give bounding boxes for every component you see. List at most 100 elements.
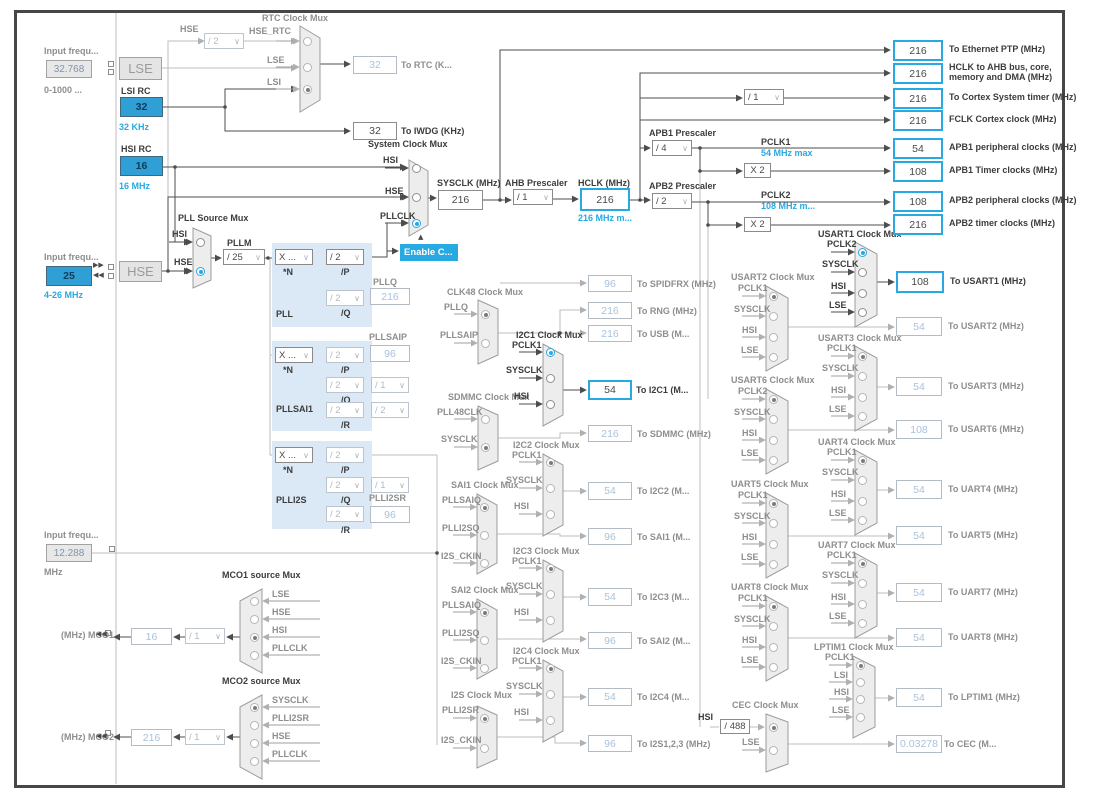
i2c3-clock-mux-radio-0[interactable] xyxy=(546,564,555,573)
i2c4-clock-mux-radio-0[interactable] xyxy=(546,664,555,673)
apb1-peripheral[interactable]: 54 xyxy=(893,138,943,159)
pllm-div[interactable]: / 25∨ xyxy=(223,249,265,265)
to-rtc[interactable]: 32 xyxy=(353,56,397,74)
to-spidfrx[interactable]: 96 xyxy=(588,275,632,292)
apb1-timer[interactable]: 108 xyxy=(893,161,943,182)
pllsai-r[interactable]: / 2∨ xyxy=(326,402,364,418)
apb2-prescaler[interactable]: / 2∨ xyxy=(652,193,692,209)
usart2-clock-mux-radio-3[interactable] xyxy=(769,353,778,362)
hsi-rc-value[interactable]: 16 xyxy=(120,156,163,176)
usart6-clock-mux-radio-2[interactable] xyxy=(769,436,778,445)
uart5-clock-mux-radio-3[interactable] xyxy=(769,560,778,569)
pllq-value[interactable]: 216 xyxy=(370,288,410,305)
lptim1-clock-mux-radio-3[interactable] xyxy=(856,713,865,722)
to-iwdg[interactable]: 32 xyxy=(353,122,397,140)
pllsai-n[interactable]: X ...∨ xyxy=(275,347,313,363)
to-ethernet-ptp[interactable]: 216 xyxy=(893,40,943,61)
sdmmc-clock-mux-radio-1[interactable] xyxy=(481,443,490,452)
i2c2-clock-mux-radio-1[interactable] xyxy=(546,484,555,493)
system-clock-mux-radio-1[interactable] xyxy=(412,193,421,202)
plli2s-p[interactable]: / 2∨ xyxy=(326,447,364,463)
usart1-clock-mux-radio-1[interactable] xyxy=(858,268,867,277)
to-uart4[interactable]: 54 xyxy=(896,480,942,499)
mco1-div[interactable]: / 1∨ xyxy=(185,628,225,644)
sysclk[interactable]: 216 xyxy=(438,190,483,210)
sai1-clock-mux-radio-2[interactable] xyxy=(480,559,489,568)
uart8-clock-mux-radio-1[interactable] xyxy=(769,622,778,631)
uart7-clock-mux-radio-0[interactable] xyxy=(858,559,867,568)
plli2sr-value[interactable]: 96 xyxy=(370,506,410,523)
sai2-clock-mux-radio-0[interactable] xyxy=(480,608,489,617)
mco2-source-mux-radio-1[interactable] xyxy=(250,721,259,730)
hclk[interactable]: 216 xyxy=(580,188,630,211)
sai1-clock-mux-radio-1[interactable] xyxy=(480,531,489,540)
uart7-clock-mux-radio-3[interactable] xyxy=(858,619,867,628)
uart4-clock-mux-radio-1[interactable] xyxy=(858,476,867,485)
clk48-clock-mux-radio-1[interactable] xyxy=(481,339,490,348)
i2c3-clock-mux-radio-1[interactable] xyxy=(546,590,555,599)
uart7-clock-mux-radio-2[interactable] xyxy=(858,600,867,609)
usart6-clock-mux-radio-3[interactable] xyxy=(769,456,778,465)
uart4-clock-mux-radio-2[interactable] xyxy=(858,497,867,506)
usart2-clock-mux-radio-2[interactable] xyxy=(769,333,778,342)
usart1-clock-mux-radio-0[interactable] xyxy=(858,248,867,257)
to-i2c2[interactable]: 54 xyxy=(588,482,632,500)
mco2-source-mux-radio-0[interactable] xyxy=(250,703,259,712)
to-i2c4[interactable]: 54 xyxy=(588,688,632,706)
to-usart6[interactable]: 108 xyxy=(896,420,942,439)
fclk-cortex[interactable]: 216 xyxy=(893,110,943,131)
to-usart2[interactable]: 54 xyxy=(896,317,942,336)
to-uart5[interactable]: 54 xyxy=(896,526,942,545)
pll-n[interactable]: X ...∨ xyxy=(275,249,313,265)
uart5-clock-mux-radio-1[interactable] xyxy=(769,519,778,528)
usart3-clock-mux-radio-3[interactable] xyxy=(858,412,867,421)
lptim1-clock-mux-radio-2[interactable] xyxy=(856,695,865,704)
usart3-clock-mux-radio-1[interactable] xyxy=(858,372,867,381)
lse-input-freq[interactable]: 32.768 xyxy=(46,60,92,78)
system-clock-mux-radio-2[interactable] xyxy=(412,219,421,228)
sai2-clock-mux-radio-2[interactable] xyxy=(480,664,489,673)
system-clock-mux-radio-0[interactable] xyxy=(412,164,421,173)
mco1-source-mux-radio-1[interactable] xyxy=(250,615,259,624)
clk48-clock-mux-radio-0[interactable] xyxy=(481,310,490,319)
to-usart3[interactable]: 54 xyxy=(896,377,942,396)
uart5-clock-mux-radio-0[interactable] xyxy=(769,499,778,508)
i2c3-clock-mux-radio-2[interactable] xyxy=(546,616,555,625)
to-lptim1[interactable]: 54 xyxy=(896,688,942,707)
mco2-div[interactable]: / 1∨ xyxy=(185,729,225,745)
to-uart8[interactable]: 54 xyxy=(896,628,942,647)
hclk-to-ahb[interactable]: 216 xyxy=(893,63,943,84)
to-uart7[interactable]: 54 xyxy=(896,583,942,602)
i2s-clock-mux-radio-0[interactable] xyxy=(480,714,489,723)
mco1-source-mux-radio-3[interactable] xyxy=(250,651,259,660)
to-usb[interactable]: 216 xyxy=(588,325,632,342)
rtc-mux-radio-0[interactable] xyxy=(303,37,312,46)
i2c4-clock-mux-radio-2[interactable] xyxy=(546,716,555,725)
to-sai2[interactable]: 96 xyxy=(588,632,632,649)
i2s-clock-mux-radio-1[interactable] xyxy=(480,744,489,753)
plli2s-n[interactable]: X ...∨ xyxy=(275,447,313,463)
apb2-timer[interactable]: 216 xyxy=(893,214,943,235)
pllsai-r2[interactable]: / 2∨ xyxy=(371,402,409,418)
usart6-clock-mux-radio-1[interactable] xyxy=(769,415,778,424)
enable-css-button[interactable]: Enable C... xyxy=(400,244,458,261)
uart7-clock-mux-radio-1[interactable] xyxy=(858,579,867,588)
hse-osc[interactable]: HSE xyxy=(119,261,162,282)
apb2-peripheral[interactable]: 108 xyxy=(893,191,943,212)
i2s-ckin-freq[interactable]: 12.288 xyxy=(46,544,92,562)
to-sai1[interactable]: 96 xyxy=(588,528,632,545)
plli2s-r[interactable]: / 2∨ xyxy=(326,506,364,522)
i2c1-clock-mux-radio-2[interactable] xyxy=(546,400,555,409)
i2c1-clock-mux-radio-1[interactable] xyxy=(546,374,555,383)
pllsaip-value[interactable]: 96 xyxy=(370,345,410,362)
rtc-mux-radio-2[interactable] xyxy=(303,85,312,94)
lse-osc[interactable]: LSE xyxy=(119,57,162,80)
uart4-clock-mux-radio-3[interactable] xyxy=(858,516,867,525)
i2c1-clock-mux-radio-0[interactable] xyxy=(546,348,555,357)
rtc-mux-radio-1[interactable] xyxy=(303,63,312,72)
to-rng[interactable]: 216 xyxy=(588,302,632,319)
hse-input-freq[interactable]: 25 xyxy=(46,266,92,286)
pllsai-q2[interactable]: / 1∨ xyxy=(371,377,409,393)
usart3-clock-mux-radio-2[interactable] xyxy=(858,393,867,402)
pllsai-q[interactable]: / 2∨ xyxy=(326,377,364,393)
